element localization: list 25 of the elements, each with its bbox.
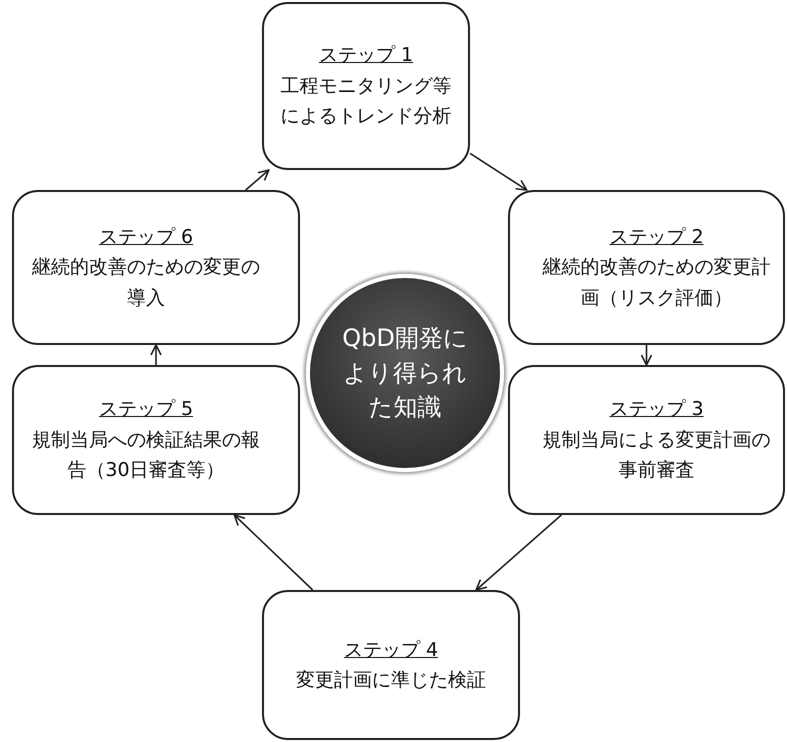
step-heading: ステップ 6 [98,224,194,250]
step-box [262,590,520,740]
arrow [640,345,652,366]
arrow [470,152,528,191]
step-box [12,190,300,345]
step-heading: ステップ 2 [609,224,704,250]
step-description: 規制当局への検証結果の報告（30日審査等） [31,428,261,484]
circle-text: QbD開発により得られた知識 [341,322,469,424]
step-box [508,365,785,515]
step-box [262,2,470,170]
arrow [475,514,562,591]
step-description: 継続的改善のための変更計画（リスク評価） [542,255,772,311]
step-heading: ステップ 5 [98,397,194,422]
step-box [12,365,300,515]
step-description: 変更計画に準じた検証 [295,668,487,693]
step-description: 工程モニタリング等によるトレンド分析 [280,74,452,130]
step-box [508,190,785,345]
step-heading: ステップ 3 [609,397,704,422]
arrow [150,344,162,365]
step-description: 継続的改善のための変更の導入 [31,255,261,311]
arrow [234,514,314,591]
step-heading: ステップ 4 [344,638,438,663]
arrow [245,169,270,191]
step-heading: ステップ 1 [318,43,414,68]
step-description: 規制当局による変更計画の事前審査 [542,428,772,484]
